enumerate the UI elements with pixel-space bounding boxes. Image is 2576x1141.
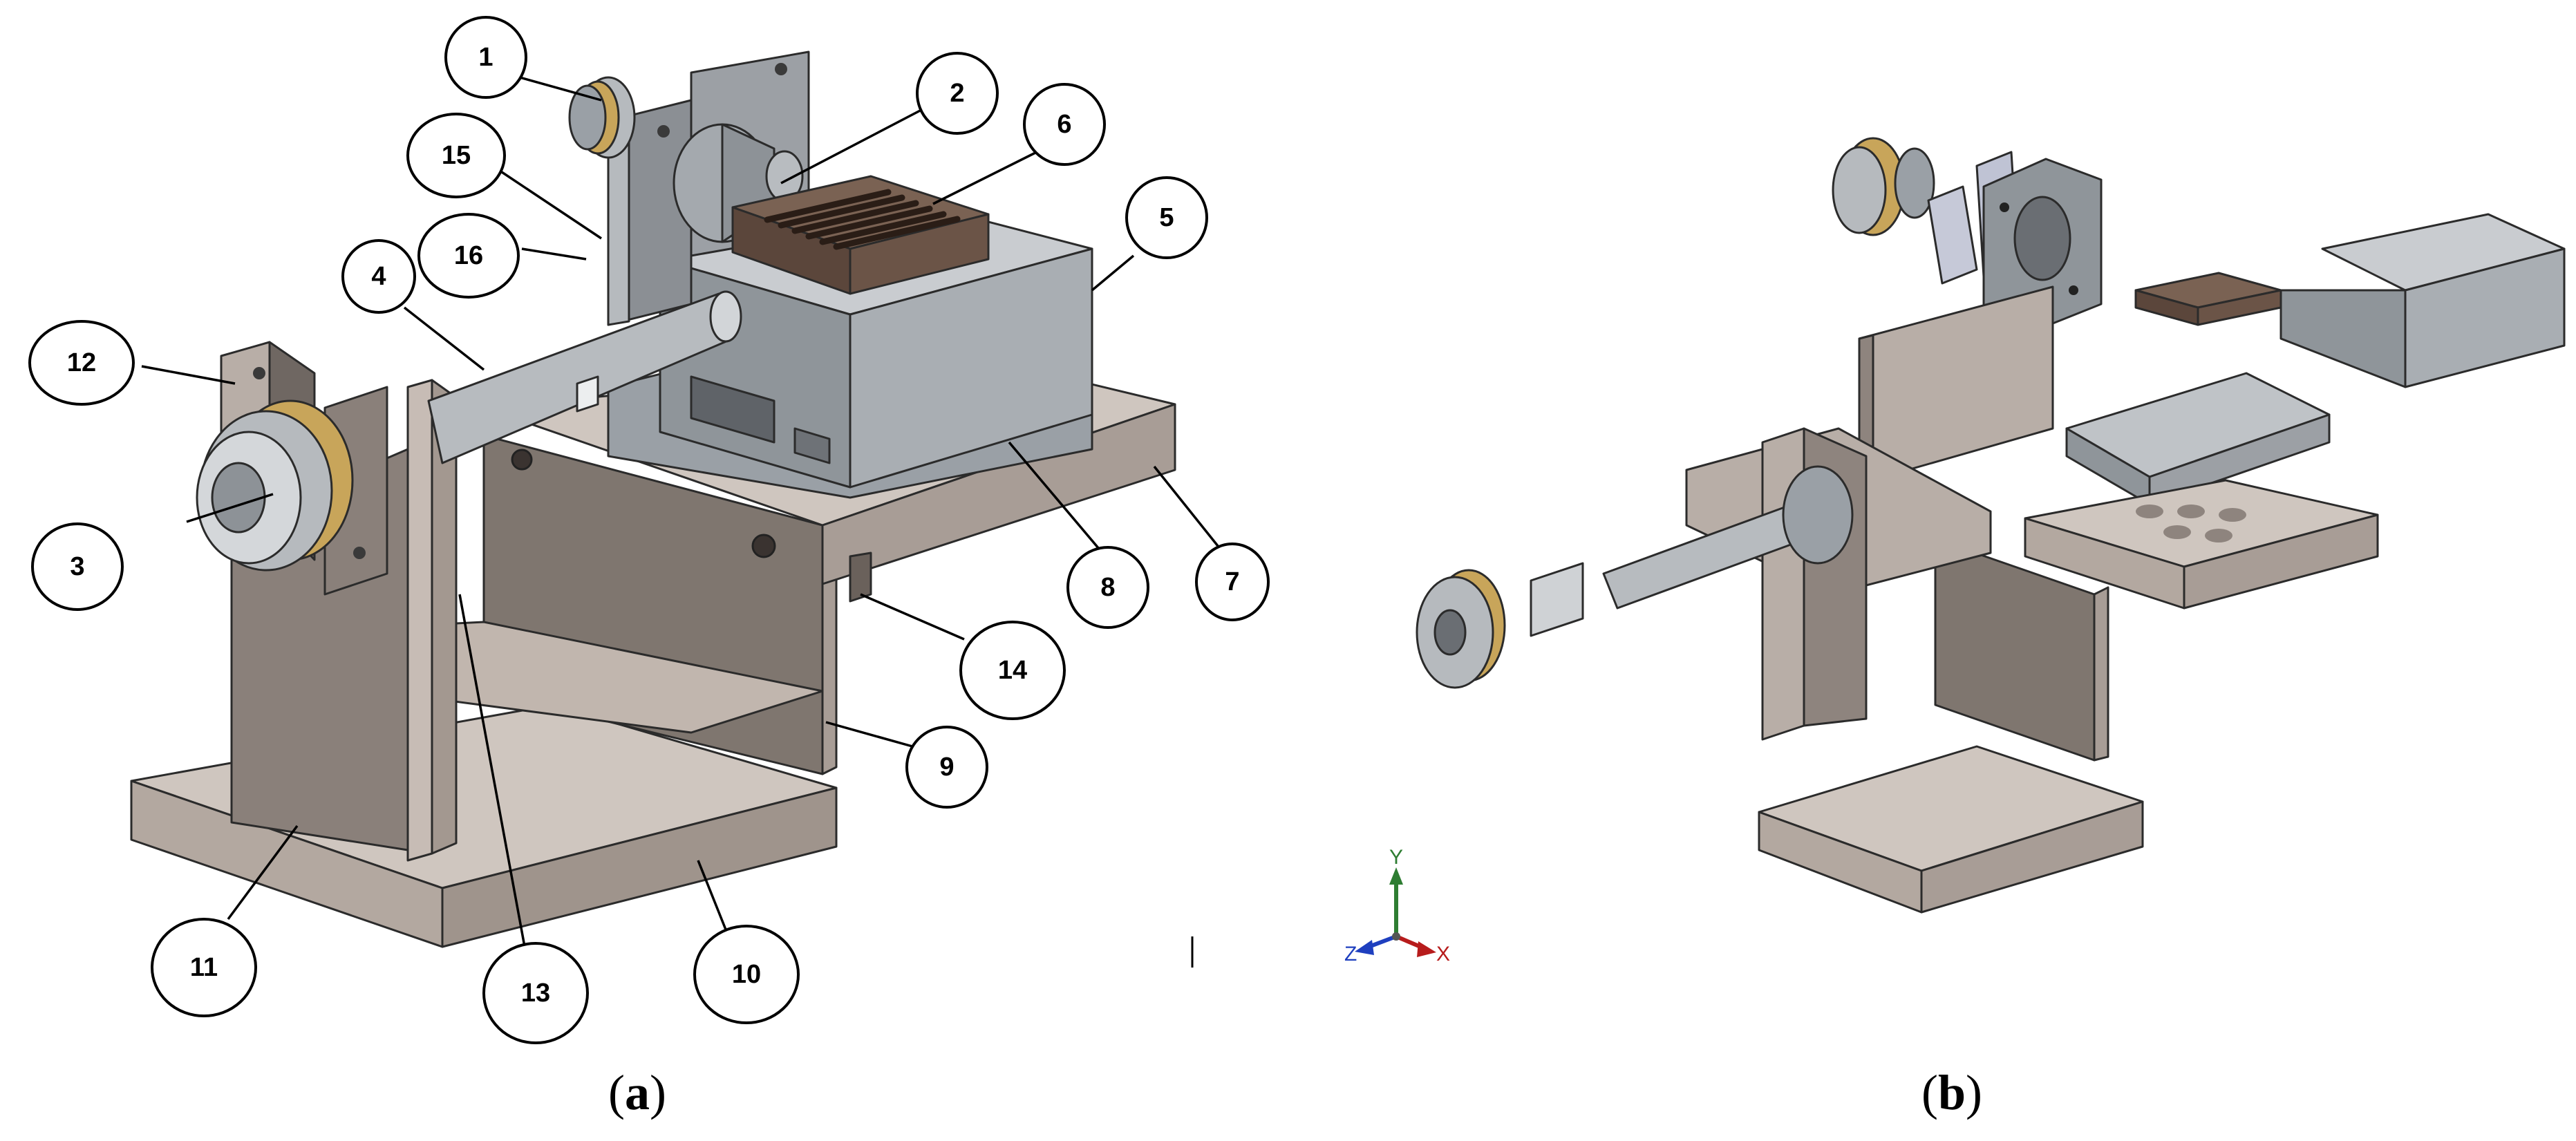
svg-text:3: 3 <box>70 552 84 581</box>
exploded-housing <box>2279 213 2566 388</box>
callout-5: 5 <box>1125 176 1208 259</box>
caption-b-close: ) <box>1966 1065 1983 1120</box>
callout-12: 12 <box>28 320 135 406</box>
svg-text:5: 5 <box>1159 203 1174 232</box>
caption-a-close: ) <box>649 1065 666 1120</box>
tool-block-6 <box>731 175 990 295</box>
callout-15: 15 <box>406 113 506 198</box>
caption-b-open: ( <box>1921 1065 1938 1120</box>
shaft-4 <box>427 290 742 464</box>
caption-a-open: ( <box>608 1065 625 1120</box>
assembly-view-a <box>130 50 1176 948</box>
callout-13: 13 <box>482 942 589 1044</box>
svg-text:9: 9 <box>939 753 954 782</box>
callout-6: 6 <box>1023 83 1106 166</box>
svg-text:12: 12 <box>67 348 96 377</box>
callout-14: 14 <box>959 621 1066 720</box>
exploded-view-b <box>1416 137 2566 914</box>
pulley-1 <box>568 76 636 159</box>
svg-text:10: 10 <box>732 960 761 989</box>
caption-b-letter: b <box>1937 1065 1966 1120</box>
callout-10: 10 <box>693 925 800 1024</box>
callout-2: 2 <box>916 52 999 135</box>
exploded-front-pulley <box>1416 562 1584 689</box>
svg-text:2: 2 <box>950 79 964 108</box>
callout-4: 4 <box>341 239 416 314</box>
svg-text:4: 4 <box>371 262 386 291</box>
exploded-tool-block <box>2134 272 2282 326</box>
callout-1: 1 <box>444 16 527 99</box>
exploded-motor-assembly <box>1832 137 2103 333</box>
svg-text:6: 6 <box>1057 110 1071 139</box>
callout-3: 3 <box>31 522 124 611</box>
caption-b: (b) <box>1921 1064 1982 1122</box>
svg-text:8: 8 <box>1100 573 1115 602</box>
svg-text:15: 15 <box>442 141 471 170</box>
callout-11: 11 <box>151 918 257 1017</box>
svg-text:11: 11 <box>190 953 218 982</box>
axis-x-label: X <box>1436 943 1450 965</box>
svg-text:13: 13 <box>521 979 550 1008</box>
svg-text:16: 16 <box>454 241 483 270</box>
exploded-shaft-assembly <box>1602 427 1992 741</box>
axis-triad: Y Z X <box>1344 846 1450 965</box>
axis-z-label: Z <box>1344 943 1357 965</box>
exploded-rail-block <box>2065 372 2331 506</box>
callout-9: 9 <box>905 726 988 809</box>
pillar-13 <box>406 379 458 862</box>
caption-a: (a) <box>608 1064 666 1122</box>
leader-lines <box>141 75 1225 951</box>
callout-7: 7 <box>1195 543 1270 621</box>
svg-text:1: 1 <box>478 43 493 72</box>
pulley-3 <box>196 399 354 572</box>
caption-a-letter: a <box>624 1065 650 1120</box>
exploded-base-plate <box>1758 745 2144 914</box>
svg-text:7: 7 <box>1225 567 1239 596</box>
callout-16: 16 <box>417 213 520 299</box>
svg-text:14: 14 <box>998 656 1027 685</box>
axis-y-label: Y <box>1389 846 1403 869</box>
callout-8: 8 <box>1066 546 1149 629</box>
exploded-top-plate <box>2024 479 2379 610</box>
